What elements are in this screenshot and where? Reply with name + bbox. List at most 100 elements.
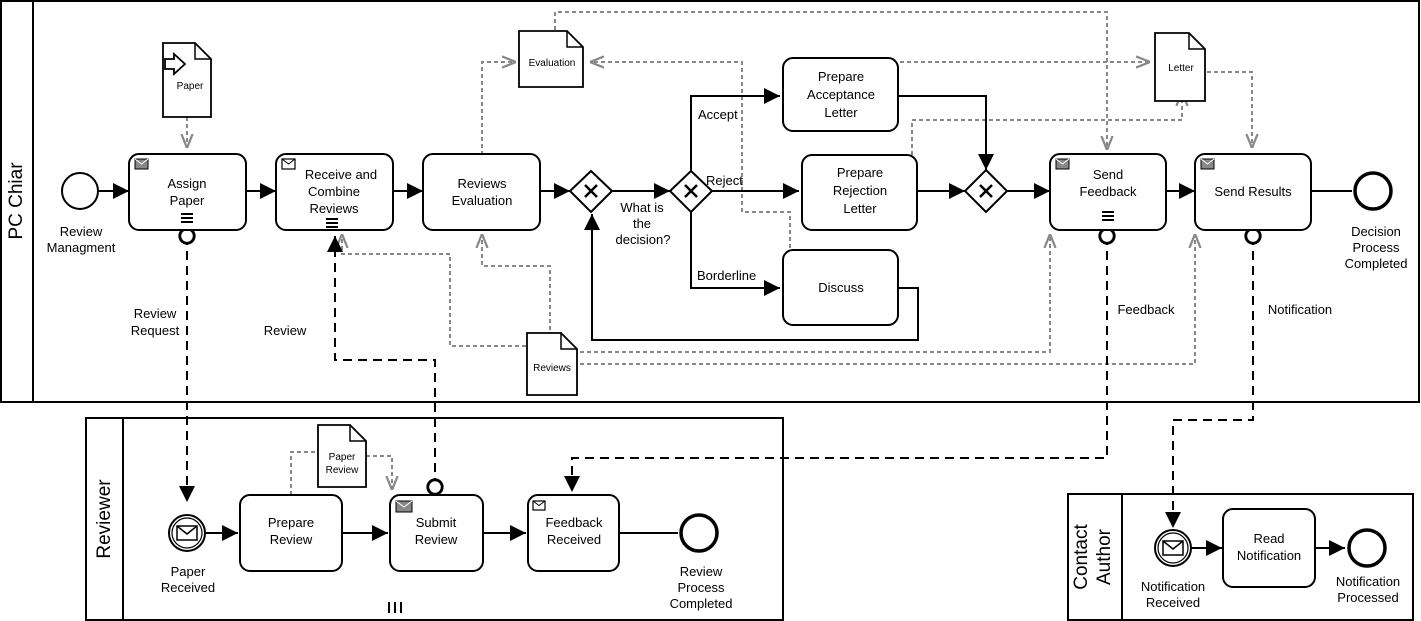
data-object-paper-review-label-1: Paper: [329, 452, 356, 463]
task-rejection-label-2: Rejection: [833, 183, 887, 198]
message-icon: [1200, 158, 1215, 170]
data-object-paper-review: Paper Review: [317, 424, 367, 488]
data-object-paper-label: Paper: [177, 81, 204, 92]
task-receive-label-3: Reviews: [309, 201, 359, 216]
flow-label-borderline: Borderline: [697, 268, 756, 283]
task-evaluation-label-1: Reviews: [457, 176, 507, 191]
message-label-review-request-1: Review: [134, 306, 177, 321]
task-read-notification-label-2: Notification: [1237, 548, 1301, 563]
pool-reviewer-label: Reviewer: [94, 479, 115, 559]
data-object-letter: Letter: [1154, 32, 1206, 102]
message-icon: [134, 158, 149, 170]
task-feedback-received-label-1: Feedback: [545, 515, 603, 530]
input-arrow-icon: [164, 51, 187, 77]
multi-instance-icon: [181, 213, 193, 223]
paper-received-label-1: Paper: [171, 564, 206, 579]
task-assign-label-2: Paper: [170, 193, 205, 208]
flow-label-accept: Accept: [698, 107, 738, 122]
end-event-decision-process: Decision Process Completed: [1345, 171, 1408, 271]
task-prepare-review: Prepare Review: [239, 494, 343, 572]
message-icon: [1055, 158, 1070, 170]
multi-instance-icon: [326, 218, 338, 228]
start-event-label-2: Managment: [47, 240, 116, 255]
task-acceptance-label-3: Letter: [824, 105, 858, 120]
task-evaluation-label-2: Evaluation: [452, 193, 513, 208]
task-prepare-rejection-letter: Prepare Rejection Letter: [801, 154, 918, 231]
gateway-question-2: the: [633, 216, 651, 231]
gateway-merge: [568, 169, 614, 214]
task-submit-review: Submit Review: [389, 494, 484, 572]
task-receive-combine-reviews: Receive and Combine Reviews: [275, 153, 394, 231]
multi-instance-icon: [1102, 211, 1114, 221]
envelope-icon: [1162, 540, 1184, 556]
pool-author-label-1: Contact: [1071, 524, 1092, 590]
envelope-icon: [176, 525, 198, 541]
task-rejection-label-1: Prepare: [837, 165, 883, 180]
pool-multi-instance-marker: [388, 602, 402, 613]
pool-author-label-2: Author: [1094, 528, 1115, 585]
start-event-label-1: Review: [60, 224, 103, 239]
data-object-reviews-label: Reviews: [533, 363, 571, 374]
message-label-review-request-2: Request: [131, 323, 180, 338]
message-icon: [532, 500, 546, 511]
sequence-flows: [99, 88, 1352, 556]
notif-received-label-2: Received: [1146, 595, 1200, 610]
task-discuss: Discuss: [782, 249, 899, 326]
task-read-notification-label-1: Read: [1253, 531, 1284, 546]
notif-processed-label-1: Notification: [1336, 574, 1400, 589]
notif-processed-label-2: Processed: [1337, 590, 1398, 605]
task-feedback-received: Feedback Received: [527, 494, 620, 572]
task-receive-label-1: Receive and: [305, 167, 377, 182]
end-event-label-1: Decision: [1351, 224, 1401, 239]
data-object-reviews: Reviews: [526, 332, 578, 396]
task-prepare-acceptance-letter: Prepare Acceptance Letter: [782, 57, 899, 132]
task-submit-review-label-2: Review: [415, 532, 458, 547]
task-feedback-received-label-2: Received: [547, 532, 601, 547]
message-icon: [395, 500, 413, 513]
task-discuss-label: Discuss: [818, 280, 864, 295]
data-object-evaluation: Evaluation: [518, 30, 584, 88]
task-send-results-label: Send Results: [1214, 184, 1292, 199]
task-rejection-label-3: Letter: [843, 201, 877, 216]
pool-pc-chair-label: PC Chiar: [6, 162, 27, 240]
task-acceptance-label-1: Prepare: [818, 69, 864, 84]
message-label-notification: Notification: [1268, 302, 1332, 317]
data-object-paper: Paper: [162, 42, 212, 118]
task-submit-review-label-1: Submit: [416, 515, 457, 530]
review-end-label-3: Completed: [670, 596, 733, 611]
task-prepare-review-label-1: Prepare: [268, 515, 314, 530]
task-send-feedback-label-1: Send: [1093, 167, 1123, 182]
start-event-notification-received: Notification Received: [1141, 529, 1205, 610]
flow-label-reject: Reject: [706, 173, 743, 188]
data-object-paper-review-label-2: Review: [326, 465, 360, 476]
gateway-question-3: decision?: [616, 232, 671, 247]
paper-received-label-2: Received: [161, 580, 215, 595]
end-event-label-3: Completed: [1345, 256, 1408, 271]
end-event-review-process: Review Process Completed: [670, 513, 733, 611]
message-icon: [281, 158, 296, 170]
task-acceptance-label-2: Acceptance: [807, 87, 875, 102]
task-send-results: Send Results: [1194, 153, 1312, 231]
review-end-label-1: Review: [680, 564, 723, 579]
message-label-review: Review: [264, 323, 307, 338]
notif-received-label-1: Notification: [1141, 579, 1205, 594]
end-event-notification-processed: Notification Processed: [1336, 528, 1400, 605]
task-send-feedback-label-2: Feedback: [1079, 184, 1137, 199]
end-event-label-2: Process: [1353, 240, 1400, 255]
gateway-join: [963, 168, 1009, 214]
task-send-feedback: Send Feedback: [1049, 153, 1167, 231]
gateway-question-1: What is: [620, 200, 664, 215]
review-end-label-2: Process: [678, 580, 725, 595]
data-object-evaluation-label: Evaluation: [529, 58, 576, 69]
start-event-paper-received: Paper Received: [161, 514, 215, 595]
task-receive-label-2: Combine: [308, 184, 360, 199]
message-label-feedback: Feedback: [1117, 302, 1175, 317]
message-flows: [178, 227, 1262, 528]
data-object-letter-label: Letter: [1168, 63, 1194, 74]
task-assign-label-1: Assign: [167, 176, 206, 191]
start-event-review-management: Review Managment: [47, 172, 116, 255]
task-prepare-review-label-2: Review: [270, 532, 313, 547]
gateway-decision: [668, 169, 714, 214]
task-assign-paper: Assign Paper: [128, 153, 247, 231]
